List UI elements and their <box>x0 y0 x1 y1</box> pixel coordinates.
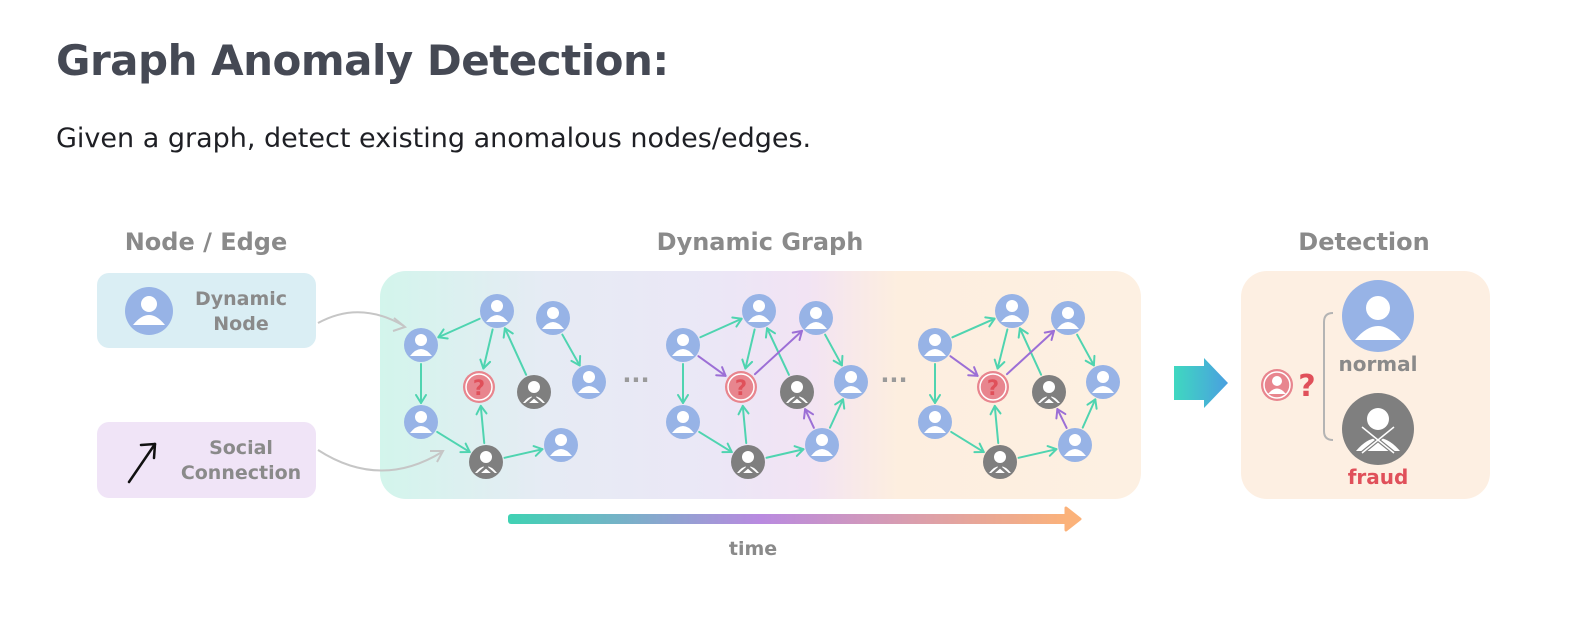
suspicious-edge-2-9 <box>697 355 727 377</box>
page-title: Graph Anomaly Detection: <box>56 36 669 85</box>
user-node-3-E <box>918 405 952 439</box>
user-node-2-C <box>799 301 833 335</box>
user-node-1-H <box>544 428 578 462</box>
suspicious-edge-3-11 <box>1055 408 1068 429</box>
legend-node-connector <box>317 311 405 327</box>
fraud-node-3-F <box>1030 373 1068 411</box>
ellipsis-2: ··· <box>880 366 907 394</box>
graph-snapshot-2: ? <box>666 294 868 481</box>
suspicious-edge-2-10 <box>753 329 804 376</box>
social-edge-3-3 <box>1076 333 1096 367</box>
page-subtitle: Given a graph, detect existing anomalous… <box>56 123 812 154</box>
social-edge-3-5 <box>950 430 985 454</box>
user-node-1-C <box>536 301 570 335</box>
section-label-detection: Detection <box>1298 228 1430 256</box>
social-edge-3-1 <box>993 328 1009 370</box>
user-node-1-E <box>404 405 438 439</box>
legend-dynamic-node: Dynamic Node <box>97 273 316 348</box>
user-node-1-B <box>480 294 514 328</box>
unknown-node-1: ? <box>463 371 495 403</box>
user-node-1-D <box>572 365 606 399</box>
social-edge-2-1 <box>741 328 756 370</box>
detection-arrow <box>1149 358 1228 408</box>
legend-social-connection: Social Connection <box>97 422 316 498</box>
legend-node-line2: Node <box>213 313 269 335</box>
unknown-node-question-mark: ? <box>735 376 747 400</box>
social-edge-1-0 <box>437 317 481 340</box>
detection-bracket <box>1323 312 1334 441</box>
suspicious-edge-2-11 <box>802 408 815 429</box>
user-node-icon <box>125 287 173 335</box>
social-edge-1-7 <box>503 445 544 459</box>
ellipsis-1: ··· <box>622 366 649 394</box>
arrow-icon <box>127 442 157 484</box>
social-edge-2-5 <box>698 430 733 454</box>
social-edge-2-4 <box>677 363 689 404</box>
user-node-2-H <box>805 428 839 462</box>
graph-snapshot-1: ? <box>404 294 606 481</box>
social-edge-3-7 <box>1017 445 1058 459</box>
suspicious-edge-3-9 <box>949 355 979 377</box>
suspicious-edge-3-10 <box>1005 329 1056 376</box>
legend-edge-text: Social Connection <box>175 436 307 486</box>
fraud-node-1-F <box>515 373 553 411</box>
social-edge-2-3 <box>824 333 844 367</box>
user-node-2-D <box>834 365 868 399</box>
social-edge-2-0 <box>699 316 743 339</box>
social-edge-3-4 <box>929 363 941 404</box>
legend-edge-connector <box>317 449 443 472</box>
social-edge-3-6 <box>989 404 1002 445</box>
social-edge-3-8 <box>1081 398 1098 429</box>
legend-edge-line2: Connection <box>180 462 302 484</box>
user-node-3-H <box>1058 428 1092 462</box>
query-node <box>1261 369 1293 401</box>
social-edge-2-2 <box>764 327 790 376</box>
social-edge-1-5 <box>436 430 471 454</box>
query-question-mark: ? <box>1298 369 1315 404</box>
social-edge-1-2 <box>502 327 528 376</box>
fraud-node-2-F <box>778 373 816 411</box>
social-edge-1-1 <box>479 328 494 370</box>
legend-edge-connector-head <box>430 450 445 463</box>
user-node-3-C <box>1051 301 1085 335</box>
social-edge-1-4 <box>415 363 427 404</box>
unknown-node-question-mark: ? <box>987 376 999 400</box>
unknown-node-question-mark: ? <box>473 376 485 400</box>
graph-snapshot-3: ? <box>918 294 1120 481</box>
user-node-3-D <box>1086 365 1120 399</box>
section-label-dynamic-graph: Dynamic Graph <box>656 228 864 256</box>
normal-node-icon <box>1342 280 1414 352</box>
fraud-node-icon <box>1342 393 1414 465</box>
social-edge-1-3 <box>561 333 582 367</box>
social-edge-1-6 <box>475 404 488 445</box>
social-edge-2-7 <box>765 445 805 459</box>
section-label-node-edge: Node / Edge <box>124 228 288 256</box>
legend-node-text: Dynamic Node <box>175 287 307 337</box>
user-node-2-B <box>742 294 776 328</box>
fraud-label: fraud <box>1347 465 1409 489</box>
fraud-node-1-G <box>467 443 505 481</box>
unknown-node-3: ? <box>977 371 1009 403</box>
user-node-2-E <box>666 405 700 439</box>
user-node-3-A <box>918 328 952 362</box>
unknown-node-2: ? <box>725 371 757 403</box>
legend-node-line1: Dynamic <box>194 288 288 310</box>
user-node-3-B <box>995 294 1029 328</box>
fraud-node-3-G <box>981 443 1019 481</box>
time-arrow <box>444 506 1082 532</box>
user-node-1-A <box>404 328 438 362</box>
time-label: time <box>728 538 778 560</box>
legend-node-connector-head <box>392 317 408 332</box>
social-edge-2-8 <box>828 398 846 429</box>
fraud-node-2-G <box>729 443 767 481</box>
legend-edge-line1: Social <box>209 437 273 459</box>
social-edge-2-6 <box>737 404 750 445</box>
social-edge-3-0 <box>951 316 996 339</box>
normal-label: normal <box>1338 352 1418 376</box>
social-edge-3-2 <box>1017 327 1043 376</box>
user-node-2-A <box>666 328 700 362</box>
